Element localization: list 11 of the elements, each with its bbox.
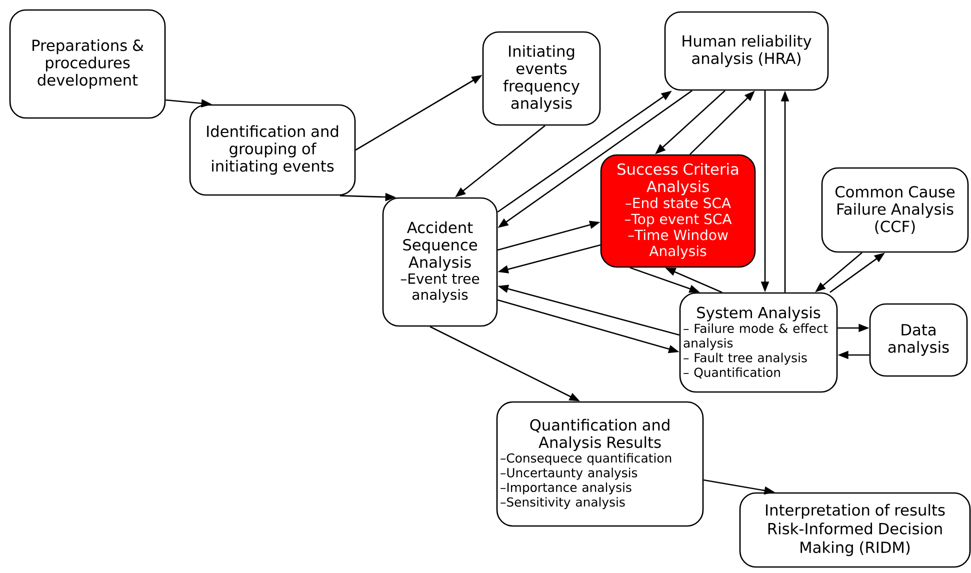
- process-box: Identification and grouping of initiating events: [189, 104, 356, 196]
- process-box: Human reliability analysis (HRA): [664, 11, 829, 91]
- process-box: Quantification and Analysis Results –Consequece quantification –Uncertaunty analysis –Importance analysis –Sensitivity analysis: [496, 401, 704, 527]
- process-box: Preparations & procedures development: [9, 9, 166, 119]
- process-box: System Analysis – Failure mode & effect analysis – Fault tree analysis – Quantification: [679, 292, 838, 393]
- process-box: Data analysis: [869, 303, 968, 377]
- process-box: Initiating events frequency analysis: [482, 31, 601, 126]
- process-box: Common Cause Failure Analysis (CCF): [821, 167, 969, 253]
- highlighted-process-box: Success Criteria Analysis –End state SCA –Top event SCA –Time Window Analysis: [600, 154, 756, 268]
- process-box: Interpretation of results Risk-Informed Decision Making (RIDM): [739, 492, 971, 568]
- process-box: Accident Sequence Analysis –Event tree analysis: [382, 197, 498, 327]
